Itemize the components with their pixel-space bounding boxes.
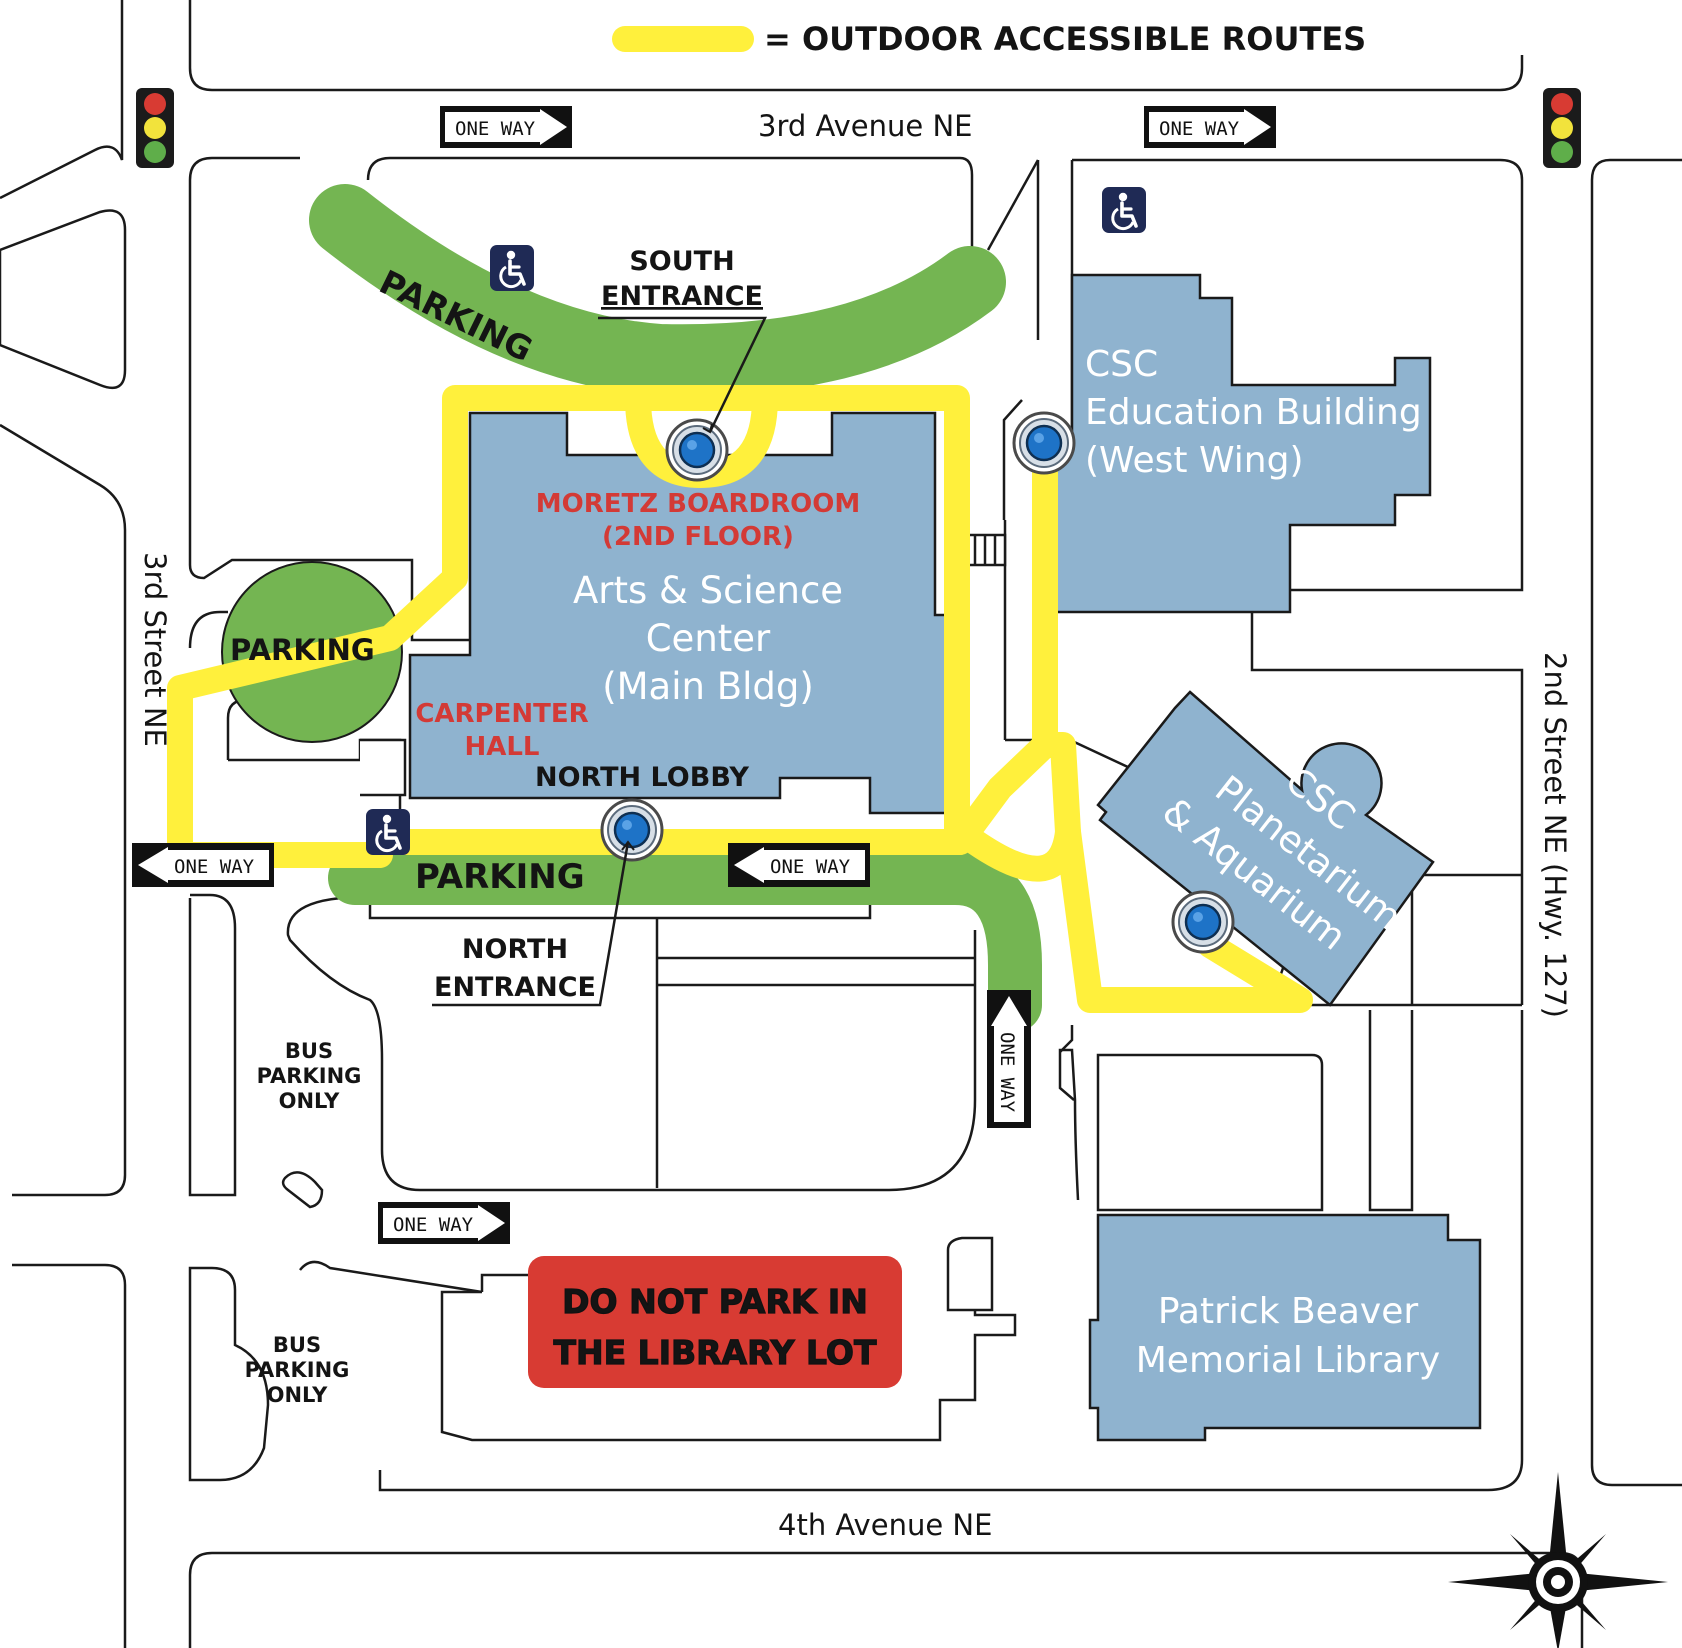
one-way-label: ONE WAY [996,1032,1018,1113]
legend-route-swatch [612,26,754,52]
warning-line1: DO NOT PARK IN [562,1282,868,1321]
bus-line3: ONLY [279,1089,341,1113]
one-way-sign-bottom-center: ONE WAY [728,843,870,887]
north-entrance-line2: ENTRANCE [434,972,596,1003]
traffic-light-icon [1543,88,1581,168]
planetarium-building[interactable] [1096,690,1435,1007]
carpenter-line1: CARPENTER [415,699,588,729]
parking-bottom-area [328,851,1042,1032]
bus-line2: PARKING [245,1358,350,1382]
parking-areas [221,184,1042,1032]
accessible-routes [167,385,1313,1013]
parking-top-area [309,184,1006,397]
main-building-line2: Center [646,617,771,660]
legend-text: = OUTDOOR ACCESSIBLE ROUTES [764,20,1366,58]
bus-parking-label-upper: BUS PARKING ONLY [257,1039,362,1113]
street-label-top: 3rd Avenue NE [758,109,972,143]
edu-line1: CSC [1085,344,1158,385]
one-way-label: ONE WAY [455,118,536,140]
north-entrance-label: NORTH ENTRANCE [434,934,596,1003]
one-way-sign-left: ONE WAY [132,843,274,887]
entrance-pointers [432,316,767,1007]
education-building-label: CSC Education Building (West Wing) [1085,344,1422,481]
street-label-right: 2nd Street NE (Hwy. 127) [1538,652,1572,1018]
entrance-marker-icon[interactable] [1012,411,1076,475]
south-entrance-label: SOUTH ENTRANCE [601,246,763,312]
bus-line2: PARKING [257,1064,362,1088]
wheelchair-icon [488,243,536,293]
entrance-marker-icon[interactable] [1171,890,1235,954]
library-line1: Patrick Beaver [1158,1291,1419,1332]
street-label-bottom: 4th Avenue NE [778,1508,992,1542]
main-building-line1: Arts & Science [573,569,843,612]
parking-label-bottom: PARKING [415,857,585,897]
one-way-label: ONE WAY [770,856,851,878]
moretz-line1: MORETZ BOARDROOM [536,489,860,519]
south-entrance-line2: ENTRANCE [601,281,763,312]
bus-parking-label-lower: BUS PARKING ONLY [245,1333,350,1407]
carpenter-hall-label: CARPENTER HALL [415,699,588,762]
legend: = OUTDOOR ACCESSIBLE ROUTES [612,20,1366,58]
warning-line2: THE LIBRARY LOT [554,1333,877,1372]
bus-line1: BUS [273,1333,321,1357]
main-building-line3: (Main Bldg) [602,665,814,708]
one-way-sign-top-left: ONE WAY [440,106,572,148]
entrance-marker-icon[interactable] [600,798,664,862]
parking-label-left: PARKING [230,633,375,667]
moretz-boardroom-label: MORETZ BOARDROOM (2ND FLOOR) [536,489,860,552]
north-entrance-line1: NORTH [462,934,568,965]
one-way-label: ONE WAY [393,1214,474,1236]
wheelchair-icon [1100,185,1148,235]
compass-rose-icon [1448,1472,1668,1648]
north-lobby-label: NORTH LOBBY [535,762,749,793]
one-way-sign-bottom-left: ONE WAY [378,1202,510,1244]
edu-line3: (West Wing) [1085,440,1304,481]
entrance-marker-icon[interactable] [665,418,729,482]
carpenter-line2: HALL [464,732,539,762]
street-label-left: 3rd Street NE [138,552,172,747]
library-label: Patrick Beaver Memorial Library [1136,1291,1441,1381]
bus-line1: BUS [285,1039,333,1063]
main-building-label: Arts & Science Center (Main Bldg) [573,569,843,708]
bus-line3: ONLY [267,1383,329,1407]
south-entrance-line1: SOUTH [629,246,734,277]
wheelchair-icon [364,807,412,857]
buildings [408,273,1482,1442]
one-way-label: ONE WAY [1159,118,1240,140]
library-line2: Memorial Library [1136,1340,1441,1381]
edu-line2: Education Building [1085,392,1422,433]
traffic-light-icon [136,88,174,168]
one-way-sign-top-right: ONE WAY [1144,106,1276,148]
no-parking-warning: DO NOT PARK IN THE LIBRARY LOT [528,1256,902,1388]
library-building[interactable] [1088,1213,1482,1442]
moretz-line2: (2ND FLOOR) [602,522,794,552]
one-way-sign-vertical: ONE WAY [987,990,1031,1128]
one-way-label: ONE WAY [174,856,255,878]
